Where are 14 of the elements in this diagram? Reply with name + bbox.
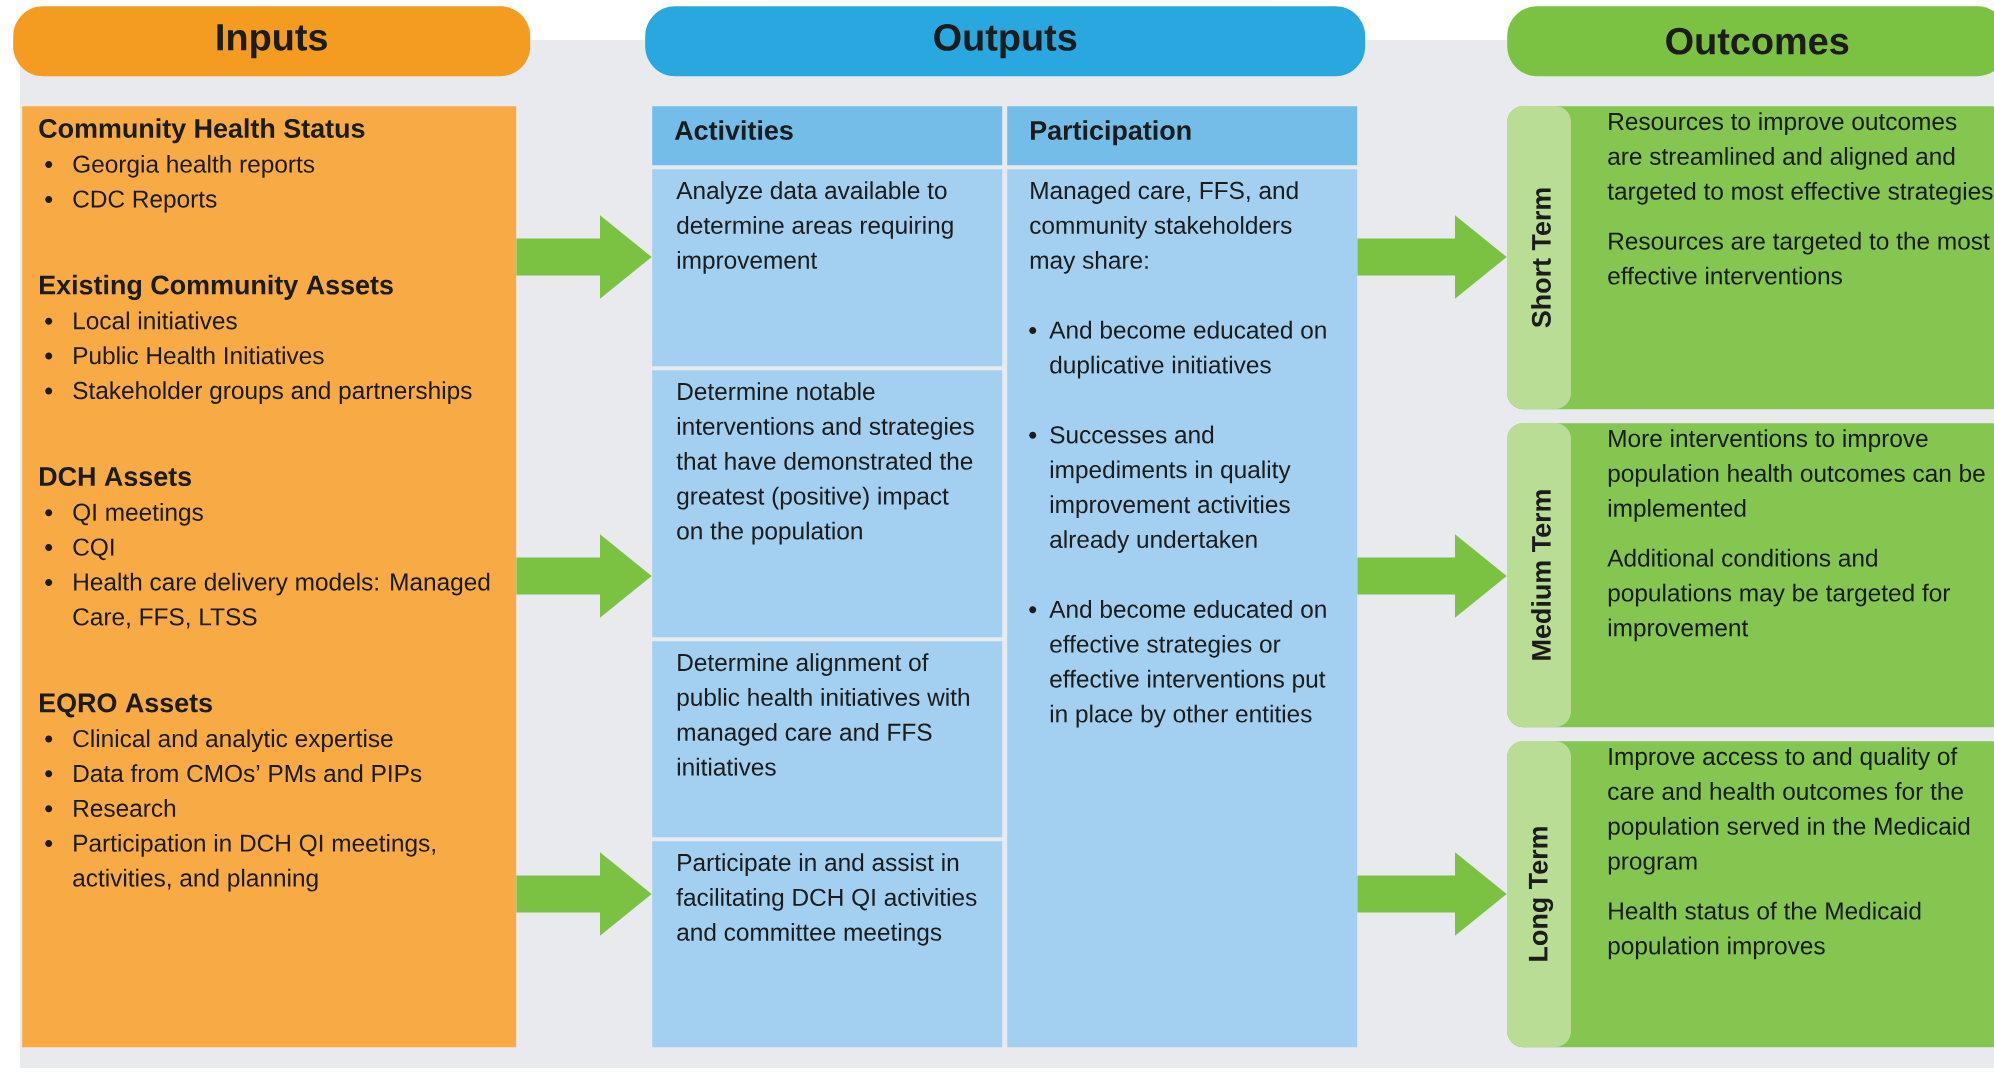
section-header: Inputs — [13, 6, 531, 77]
text-box: Community Health Status Georgia health reports CDC Reports Existing Community Assets Local initiatives Public Health Initiatives Stakeholder groups and partnerships DCH Assets QI meetings CQI Health care delivery models: Managed Care, FFS, LTSS EQRO Assets Clinical and analytic expertise Data from CMOs’ PMs and PIPs Research Participation in DCH QI meetings, activities, and planning — [22, 106, 517, 1048]
text-box: Participate in and assist in facilitating DCH QI activities and committee meetings — [652, 841, 1003, 1048]
text-box: Analyze data available to determine areas requiring improvement — [652, 169, 1003, 367]
section-header: Outcomes — [1507, 6, 1994, 77]
outcome-band: More interventions to improve population health outcomes can be implemented Additional conditions and populations may be targeted for improvement Medium Term — [1507, 423, 1994, 728]
text-box: Participation — [1007, 106, 1358, 166]
text-box: Activities — [652, 106, 1003, 166]
outcome-band: Improve access to and quality of care and health outcomes for the population served in the Medicaid program Health status of the Medicaid population improves Long Term — [1507, 741, 1994, 1048]
outcome-band: Resources to improve outcomes are streamlined and aligned and targeted to most effective strategies Resources are targeted to the most effective interventions Short Term — [1507, 106, 1994, 410]
text-box: Managed care, FFS, and community stakeholders may share: And become educated on duplicative initiatives Successes and impediments in quality improvement activities already undertaken And become educated on effective strategies or effective interventions put in place by other entities — [1007, 169, 1358, 1048]
text-box: Determine alignment of public health initiatives with managed care and FFS initiatives — [652, 641, 1003, 838]
text-box: Determine notable interventions and strategies that have demonstrated the greatest (positive) impact on the population — [652, 370, 1003, 638]
section-header: Outputs — [645, 6, 1366, 77]
